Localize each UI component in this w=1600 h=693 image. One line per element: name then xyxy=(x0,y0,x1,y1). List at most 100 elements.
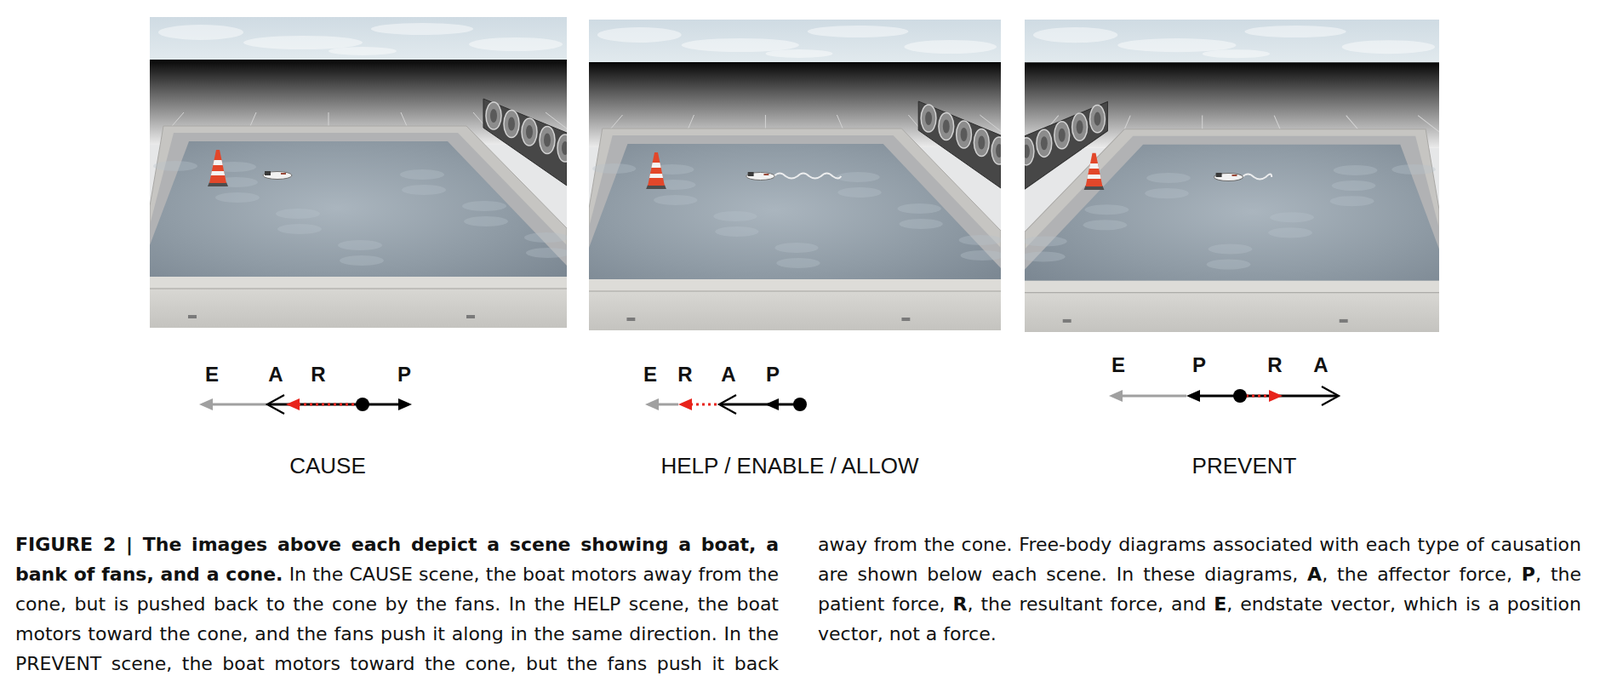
cloud xyxy=(371,22,474,35)
endstate-head xyxy=(645,398,659,411)
endstate-shaft xyxy=(207,403,268,406)
fan xyxy=(1072,113,1088,141)
endstate-head xyxy=(1108,389,1123,402)
causation-type-label: CAUSE xyxy=(289,452,366,480)
vector-letter: P xyxy=(765,362,780,387)
fan xyxy=(920,104,937,132)
fan-bank xyxy=(1024,102,1108,190)
fan xyxy=(938,113,955,141)
cone-stripe xyxy=(651,162,661,168)
caption-emphasis: P xyxy=(1521,563,1536,585)
cone xyxy=(647,152,665,186)
drain xyxy=(626,317,635,321)
cloud xyxy=(1117,38,1236,52)
cone xyxy=(209,149,227,183)
water-speckle xyxy=(1206,259,1252,270)
fan xyxy=(991,137,1001,165)
water-speckle xyxy=(400,169,445,180)
affector-head xyxy=(1321,386,1339,406)
water-speckle xyxy=(897,203,942,214)
boat-deck xyxy=(1232,174,1238,177)
pool xyxy=(149,98,567,290)
water-speckle xyxy=(835,171,880,183)
water-speckle xyxy=(774,242,818,253)
boat-deck xyxy=(763,173,769,176)
fan-hub xyxy=(995,143,1001,158)
cloud xyxy=(328,46,397,56)
cone-stripe xyxy=(1086,174,1101,179)
pool xyxy=(1024,102,1440,294)
cloud xyxy=(597,27,682,43)
pool-wall xyxy=(149,132,567,290)
water-speckle xyxy=(525,247,567,258)
vector-letter: A xyxy=(1313,353,1328,378)
fan xyxy=(485,102,502,130)
drain xyxy=(466,314,475,319)
fan xyxy=(956,120,972,149)
ledge-front xyxy=(588,291,1001,331)
cloud xyxy=(681,38,800,52)
caption-emphasis: R xyxy=(953,593,968,615)
ledge-edge xyxy=(149,288,567,290)
boat-motor xyxy=(748,171,755,177)
fan-hub xyxy=(1040,136,1048,150)
fan xyxy=(539,126,555,155)
cone-stripe xyxy=(212,160,223,166)
water-speckle xyxy=(1268,227,1313,238)
water-speckle xyxy=(401,184,446,195)
water-speckle xyxy=(1024,235,1068,246)
cloud xyxy=(1202,49,1271,58)
cone xyxy=(1085,153,1103,187)
boat xyxy=(746,172,776,181)
causation-type-label: HELP / ENABLE / ALLOW xyxy=(661,452,920,480)
pool-rim xyxy=(588,128,1001,292)
ledge-top xyxy=(588,279,1001,292)
boat xyxy=(262,171,292,180)
drain xyxy=(188,314,197,319)
pool-rim xyxy=(1024,129,1440,294)
cloud xyxy=(765,49,833,58)
fan-hub xyxy=(490,108,498,123)
fan-bank xyxy=(918,101,1001,189)
water-speckle xyxy=(275,208,320,219)
water-speckle xyxy=(592,163,636,174)
boat-deck xyxy=(280,172,286,175)
fan-hub xyxy=(1076,120,1084,134)
resultant-shaft xyxy=(297,403,363,406)
patient-dot xyxy=(793,397,807,412)
patient-head xyxy=(398,398,412,411)
pool-rim xyxy=(149,125,567,290)
ledge-front xyxy=(1024,292,1440,332)
affector-shaft xyxy=(1240,394,1338,398)
water-speckle xyxy=(462,200,507,212)
fan-hub xyxy=(561,141,567,155)
water-speckle xyxy=(898,218,943,229)
fan-hub xyxy=(925,111,932,126)
water-speckle xyxy=(215,192,260,203)
cloud xyxy=(1244,25,1346,38)
vector-letter: E xyxy=(643,362,658,387)
water-speckle xyxy=(776,257,820,269)
vector-letter: P xyxy=(397,362,412,387)
caption-emphasis: A xyxy=(1307,563,1322,585)
fan-hub xyxy=(1093,112,1101,126)
cloud xyxy=(158,24,244,40)
vector-letter: P xyxy=(1192,353,1206,378)
water-speckle xyxy=(1269,211,1315,223)
prevent-scene xyxy=(1024,19,1440,332)
fan-hub xyxy=(543,133,551,148)
water-speckle xyxy=(1083,219,1128,230)
water-speckle xyxy=(1333,165,1378,176)
fan-hub xyxy=(1058,128,1066,143)
drain xyxy=(901,317,910,321)
water-speckle xyxy=(153,160,198,172)
vector-letter: R xyxy=(1267,353,1282,378)
cloud xyxy=(468,37,563,52)
resultant-head xyxy=(678,398,692,411)
water-speckle xyxy=(713,211,757,222)
vector-letter: E xyxy=(205,362,219,387)
water-speckle xyxy=(653,194,698,206)
patient-dot xyxy=(1233,388,1247,403)
water-speckle xyxy=(837,187,881,198)
fan-hub xyxy=(508,117,515,132)
